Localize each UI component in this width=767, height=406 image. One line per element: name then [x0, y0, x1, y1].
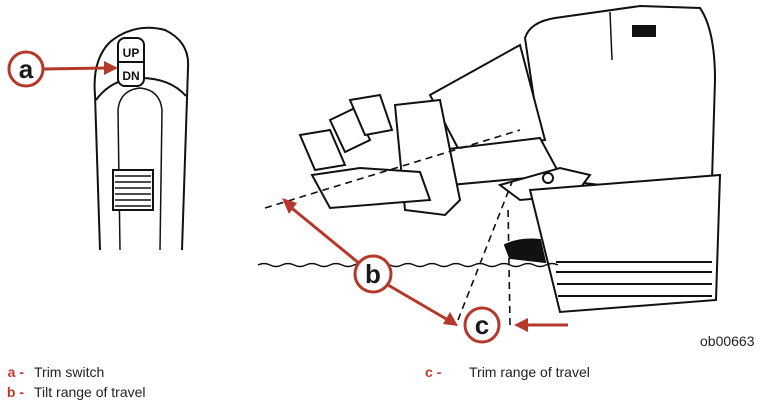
- switch-label-down: DN: [122, 69, 139, 83]
- switch-label-up: UP: [123, 46, 140, 60]
- legend-item-c: c - Trim range of travel: [425, 364, 590, 380]
- callout-b: b: [282, 198, 458, 326]
- travel-dashed-lines: [264, 129, 521, 326]
- figure-reference-id: ob00663: [700, 333, 755, 349]
- water-line: [257, 262, 559, 268]
- legend-text-c: Trim range of travel: [469, 364, 590, 380]
- callout-a-letter: a: [19, 54, 34, 84]
- legend-text-b: Tilt range of travel: [34, 384, 146, 400]
- legend-item-a: a - Trim switch: [0, 364, 105, 380]
- legend-key-c: c -: [425, 364, 442, 380]
- callout-c-letter: c: [475, 310, 489, 340]
- legend-key-b: b -: [6, 384, 24, 400]
- legend-item-b: b - Tilt range of travel: [0, 384, 146, 400]
- callout-b-letter: b: [365, 259, 381, 289]
- trim-switch: UP DN: [117, 37, 145, 87]
- callout-a: a: [7, 50, 118, 88]
- boat-hull: [503, 173, 722, 314]
- legend-key-a: a -: [7, 364, 24, 380]
- callout-c: c: [463, 306, 568, 344]
- trim-switch-handle: [93, 26, 190, 251]
- legend-text-a: Trim switch: [34, 364, 105, 380]
